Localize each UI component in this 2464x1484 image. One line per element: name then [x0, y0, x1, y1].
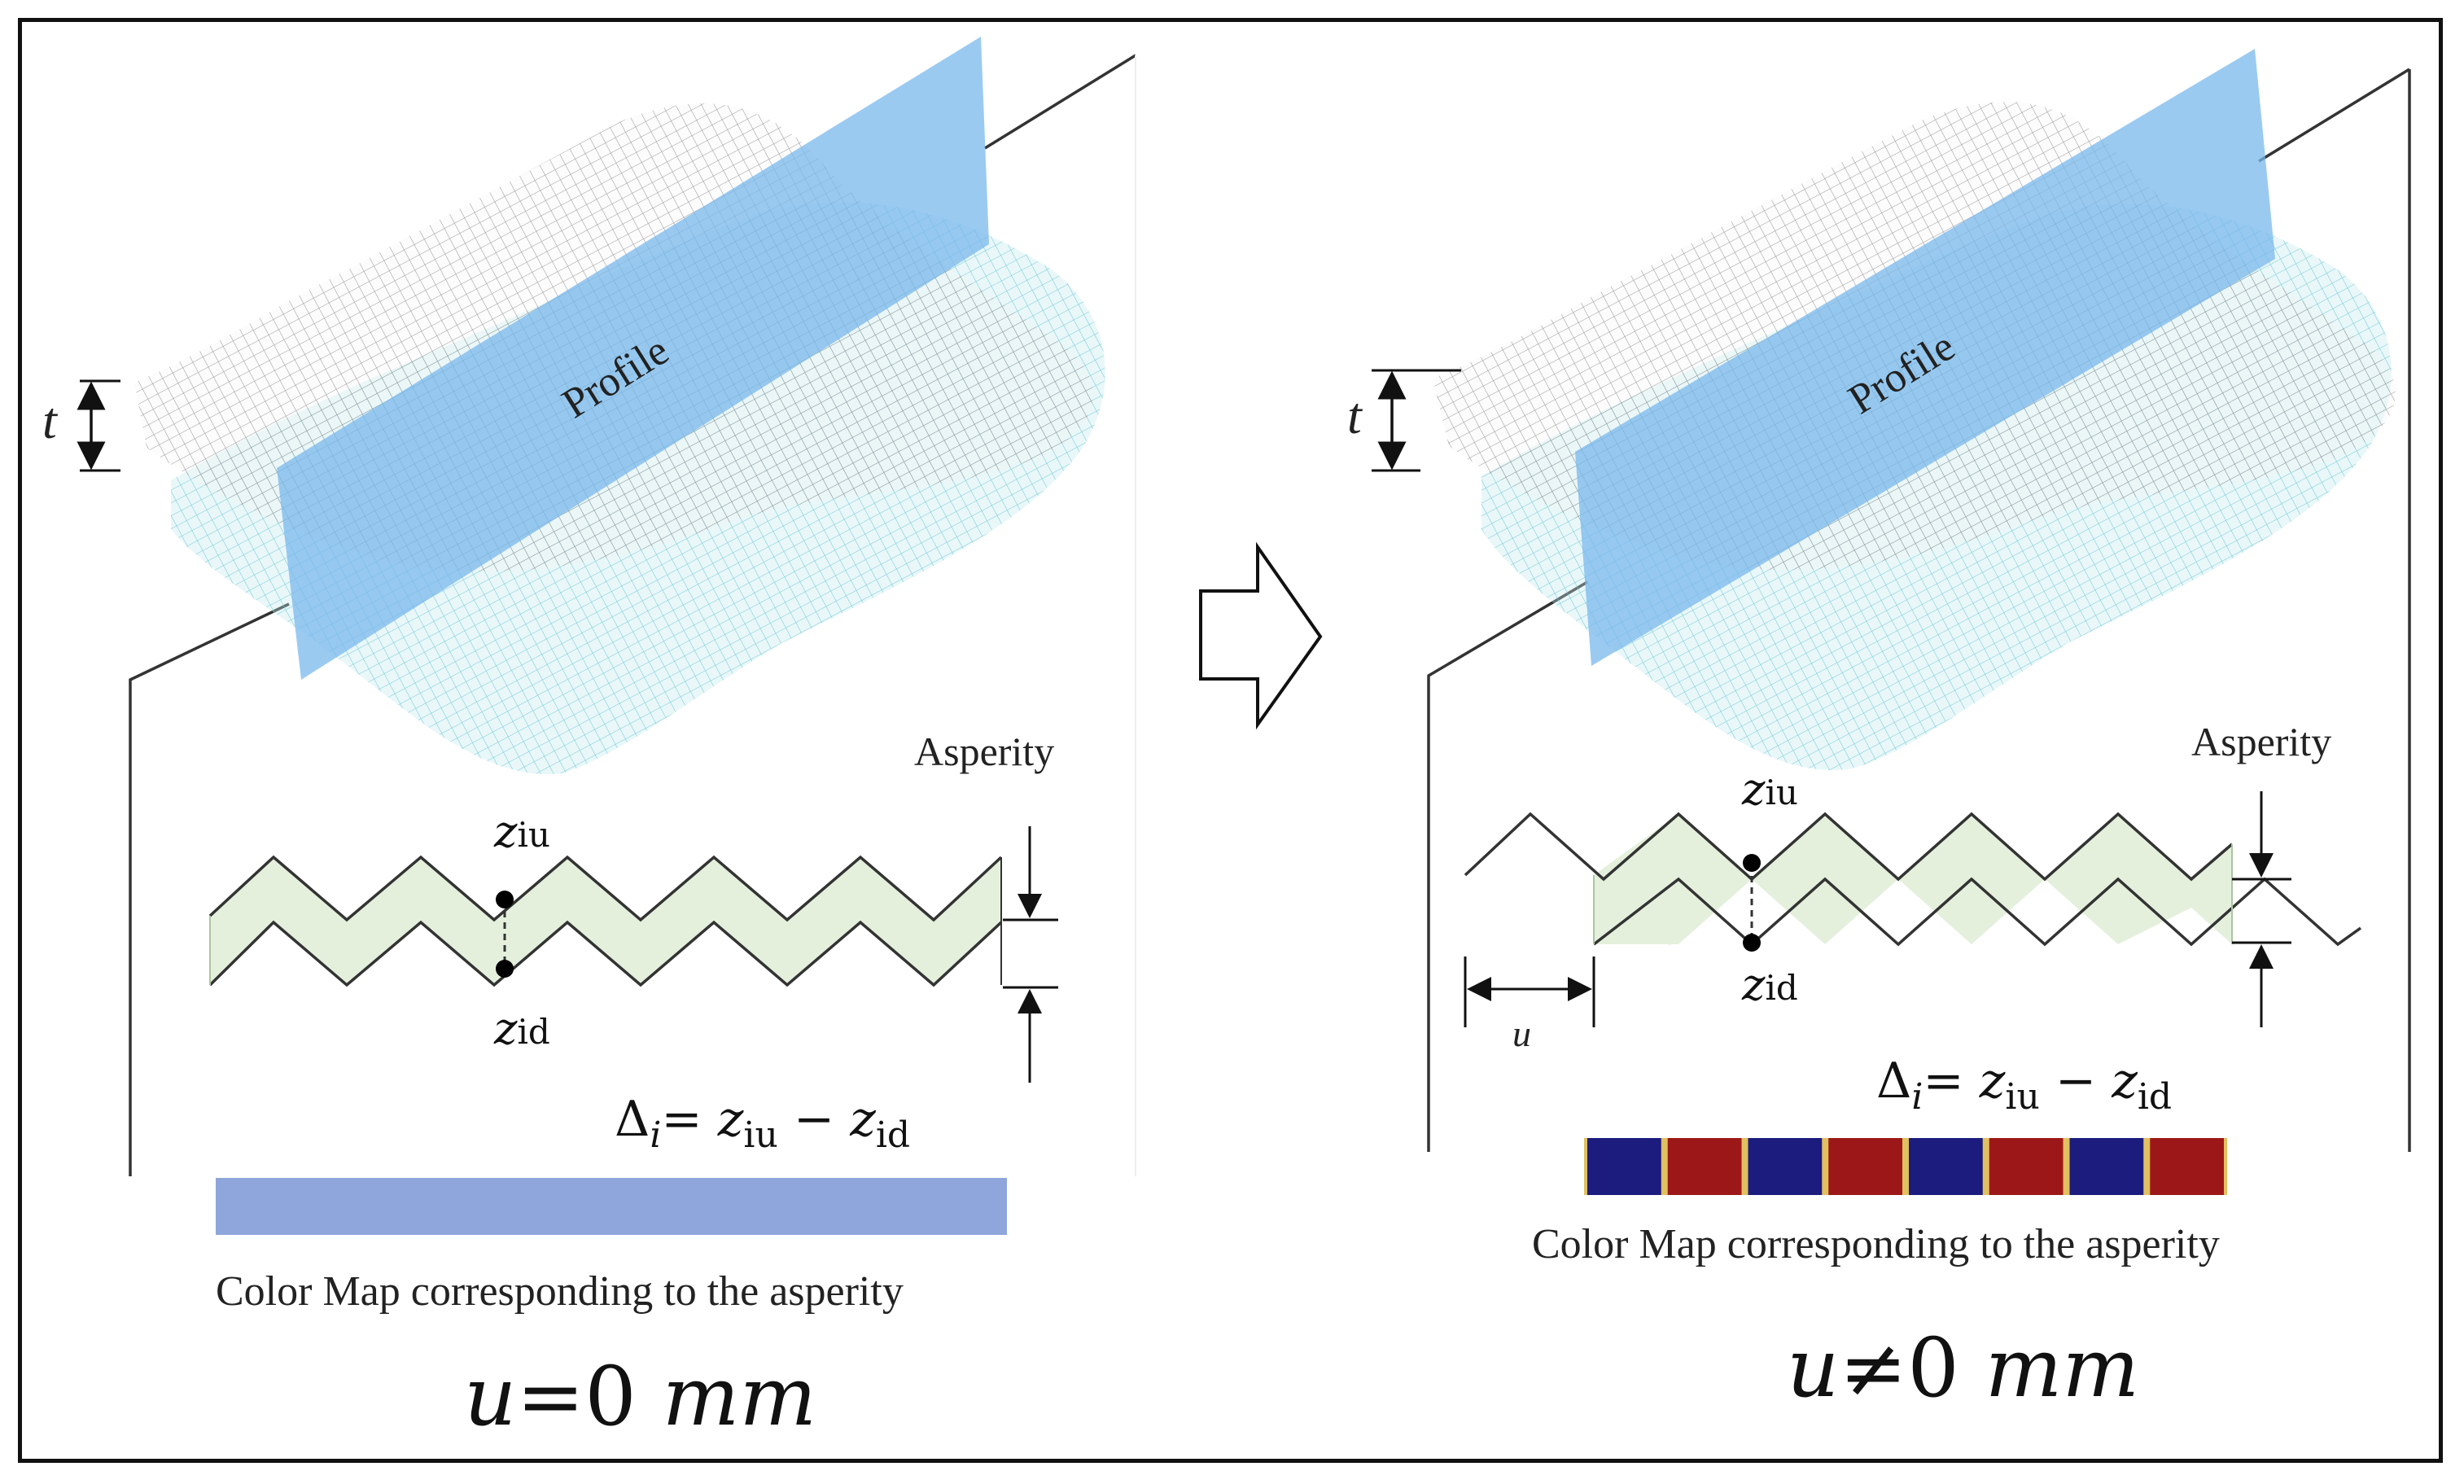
colormap-segment: [1909, 1138, 1983, 1195]
right-asperity-dimension: [2232, 791, 2291, 1027]
right-profile-plane: [1575, 49, 2275, 666]
right-asperity-label: Asperity: [2191, 719, 2331, 764]
left-z-lower-sub: id: [517, 1012, 549, 1052]
left-condition: u=0 mm: [464, 1349, 816, 1444]
right-panel: Profile t ziu zid u: [1347, 49, 2411, 1416]
right-z-upper-sub: iu: [1765, 773, 1797, 812]
left-thickness-indicator: [77, 379, 120, 472]
left-profile-outline: [129, 54, 1136, 1176]
left-asperity-lower: [208, 920, 1003, 987]
left-colormap: [216, 1178, 1007, 1235]
left-point-upper: [496, 891, 514, 908]
right-z-upper: ziu: [1741, 764, 1798, 815]
right-point-lower: [1743, 934, 1761, 952]
colormap-segment: [1587, 1138, 1661, 1195]
left-colormap-caption: Color Map corresponding to the asperity: [216, 1268, 904, 1315]
right-formula: Δi= ziu − zid: [1876, 1053, 2172, 1118]
left-z-lower: zid: [493, 1003, 550, 1054]
left-formula: Δi= ziu − zid: [615, 1091, 910, 1156]
colormap-segment: [2150, 1138, 2224, 1195]
right-asperity-upper: [1464, 812, 2234, 882]
right-colormap-caption: Color Map corresponding to the asperity: [1532, 1221, 2220, 1267]
right-offset-dimension: [1464, 957, 1595, 1027]
colormap-segment: [1989, 1138, 2064, 1195]
left-asperity-label: Asperity: [914, 729, 1054, 774]
left-z-upper-sub: iu: [517, 815, 549, 855]
right-offset-label: u: [1512, 1013, 1531, 1054]
left-profile-plane: [277, 37, 989, 680]
left-asperity-dimension: [1003, 826, 1058, 1083]
left-panel: Profile t ziu zid Asperity Δi= ziu − zid: [42, 37, 1136, 1444]
right-asperity-lower: [1592, 877, 2362, 947]
right-asperity-overlap: [1594, 814, 2232, 944]
left-asperity-upper: [208, 855, 1003, 922]
right-profile-outline: [1427, 68, 2411, 1152]
left-point-lower: [496, 960, 514, 978]
right-z-lower: zid: [1741, 959, 1798, 1010]
arrow-right-icon: [1199, 541, 1323, 730]
left-asperity-band: [210, 857, 1001, 985]
colormap-segment: [1667, 1138, 1742, 1195]
colormap-segment: [2069, 1138, 2144, 1195]
left-thickness-label: t: [42, 392, 59, 449]
right-z-lower-sub: id: [1765, 968, 1797, 1008]
right-thickness-indicator: [1372, 369, 1461, 472]
right-point-upper: [1743, 854, 1761, 872]
right-colormap: [1584, 1138, 2227, 1195]
left-z-upper: ziu: [493, 806, 550, 857]
right-thickness-label: t: [1347, 387, 1363, 444]
colormap-segment: [1748, 1138, 1823, 1195]
colormap-segment: [1828, 1138, 1902, 1195]
right-condition: u≠0 mm: [1787, 1320, 2139, 1416]
